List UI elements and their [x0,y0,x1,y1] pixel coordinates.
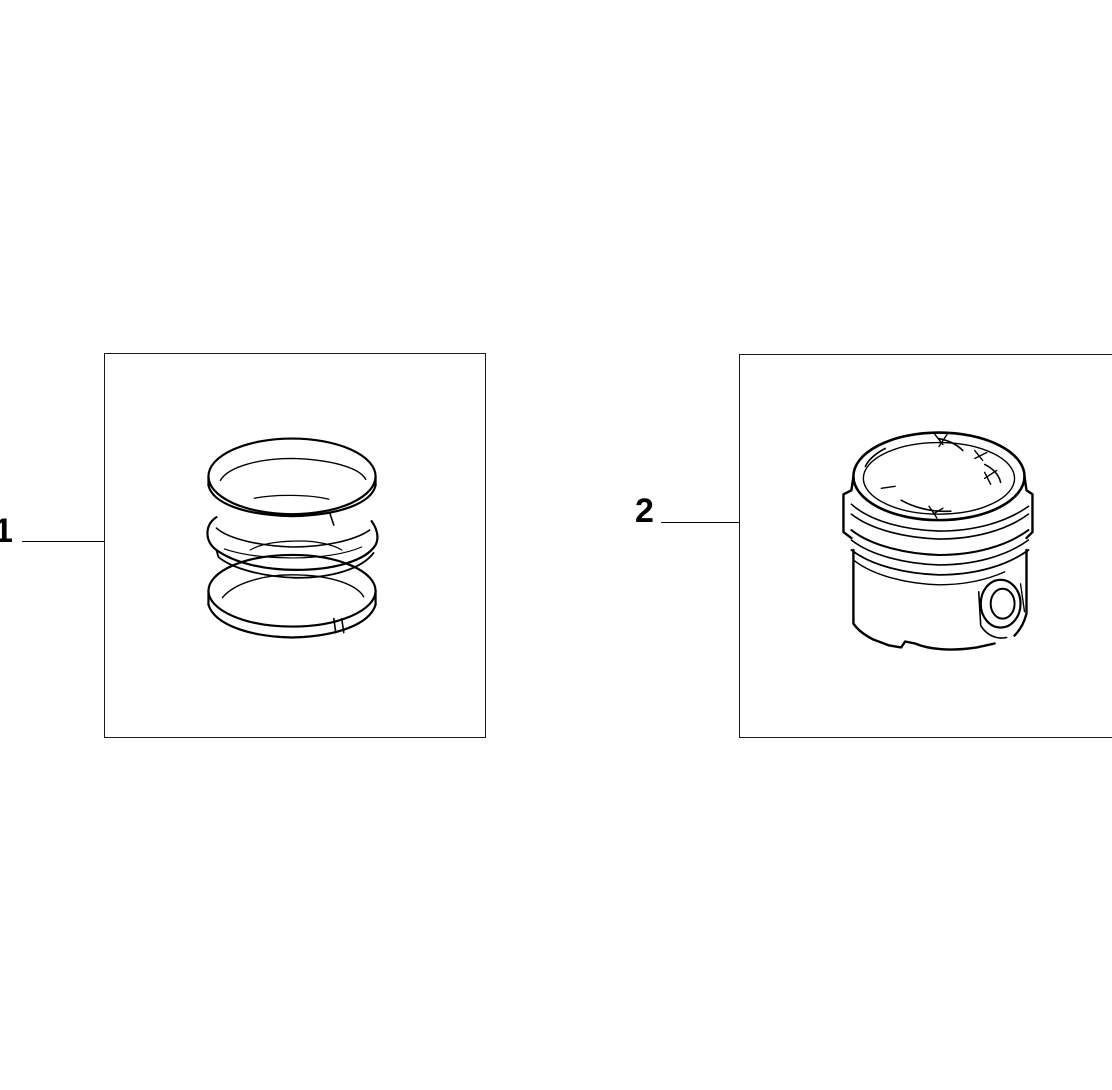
callout-number-2: 2 [635,492,654,530]
top-ring [207,437,377,526]
part-frame-piston-rings[interactable] [104,353,486,738]
part-frame-piston[interactable] [739,354,1112,738]
leader-line-2 [661,522,739,523]
piston-icon [842,431,1034,651]
bottom-ring [207,553,377,639]
middle-ring [206,516,379,579]
piston-ring-set-icon [206,437,379,639]
leader-line-1 [22,541,104,542]
callout-number-1: 1 [0,512,13,550]
